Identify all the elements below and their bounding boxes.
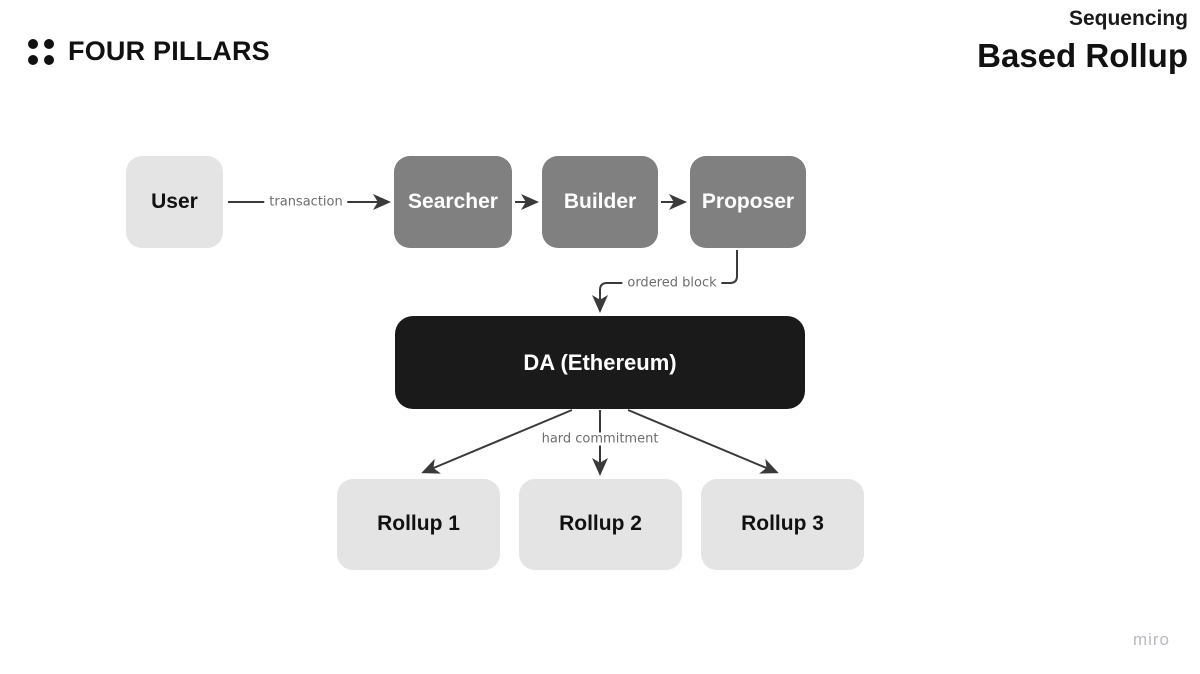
slide-title-block: Sequencing Based Rollup [977, 8, 1188, 72]
edge-label-ordered-block: ordered block [622, 276, 722, 290]
node-rollup-1[interactable]: Rollup 1 [337, 479, 500, 570]
brand-name: FOUR PILLARS [68, 36, 270, 66]
node-da-label: DA (Ethereum) [523, 349, 677, 375]
miro-watermark: miro [1132, 630, 1170, 649]
node-searcher-label: Searcher [408, 189, 498, 213]
node-rollup-3[interactable]: Rollup 3 [701, 479, 864, 570]
node-rollup-2[interactable]: Rollup 2 [519, 479, 682, 570]
node-da-ethereum[interactable]: DA (Ethereum) [395, 316, 805, 409]
node-builder[interactable]: Builder [542, 156, 658, 248]
node-proposer[interactable]: Proposer [690, 156, 806, 248]
node-searcher[interactable]: Searcher [394, 156, 512, 248]
node-rollup-3-label: Rollup 3 [741, 512, 824, 536]
slide-kicker: Sequencing [1068, 7, 1188, 30]
edge-label-hard-commitment: hard commitment [536, 432, 664, 446]
four-dots-icon [28, 38, 54, 65]
node-user-label: User [151, 189, 198, 213]
edge-label-transaction: transaction [264, 195, 348, 209]
brand-logo: FOUR PILLARS [28, 36, 270, 67]
node-proposer-label: Proposer [701, 189, 795, 213]
node-rollup-2-label: Rollup 2 [559, 512, 642, 536]
node-builder-label: Builder [563, 189, 637, 213]
page-title: Based Rollup [977, 37, 1188, 74]
node-user[interactable]: User [126, 156, 223, 248]
node-rollup-1-label: Rollup 1 [377, 512, 460, 536]
